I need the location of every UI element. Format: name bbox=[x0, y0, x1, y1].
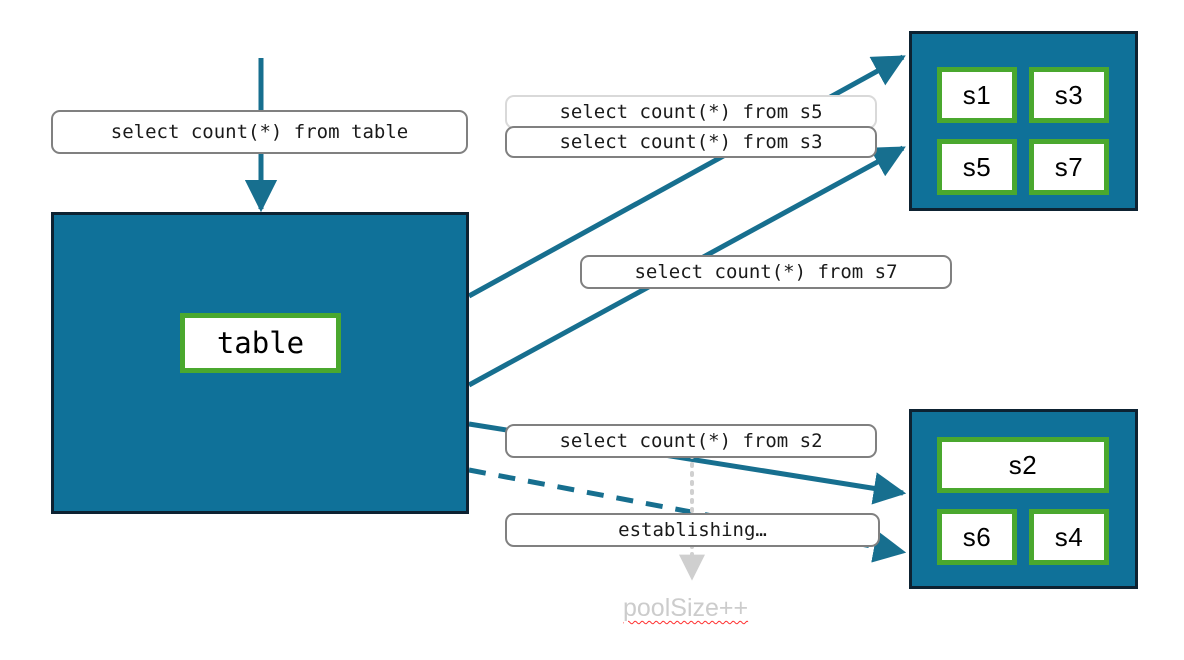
query-label-s7[interactable]: select count(*) from s7 bbox=[580, 255, 952, 289]
shard-table bbox=[51, 212, 469, 514]
poolsize-note: poolSize++ bbox=[623, 594, 749, 622]
query-label-establishing[interactable]: establishing… bbox=[505, 513, 880, 547]
node-s4[interactable]: s4 bbox=[1029, 509, 1109, 565]
query-label-s2[interactable]: select count(*) from s2 bbox=[505, 424, 877, 458]
node-s2[interactable]: s2 bbox=[937, 437, 1109, 493]
query-label-s3[interactable]: select count(*) from s3 bbox=[505, 126, 877, 158]
query-label-entry[interactable]: select count(*) from table bbox=[51, 110, 468, 154]
node-s6[interactable]: s6 bbox=[937, 509, 1017, 565]
node-table[interactable]: table bbox=[180, 313, 341, 373]
node-s3[interactable]: s3 bbox=[1029, 67, 1109, 123]
node-s7[interactable]: s7 bbox=[1029, 139, 1109, 195]
node-s5[interactable]: s5 bbox=[937, 139, 1017, 195]
query-label-s5[interactable]: select count(*) from s5 bbox=[505, 95, 877, 129]
node-s1[interactable]: s1 bbox=[937, 67, 1017, 123]
